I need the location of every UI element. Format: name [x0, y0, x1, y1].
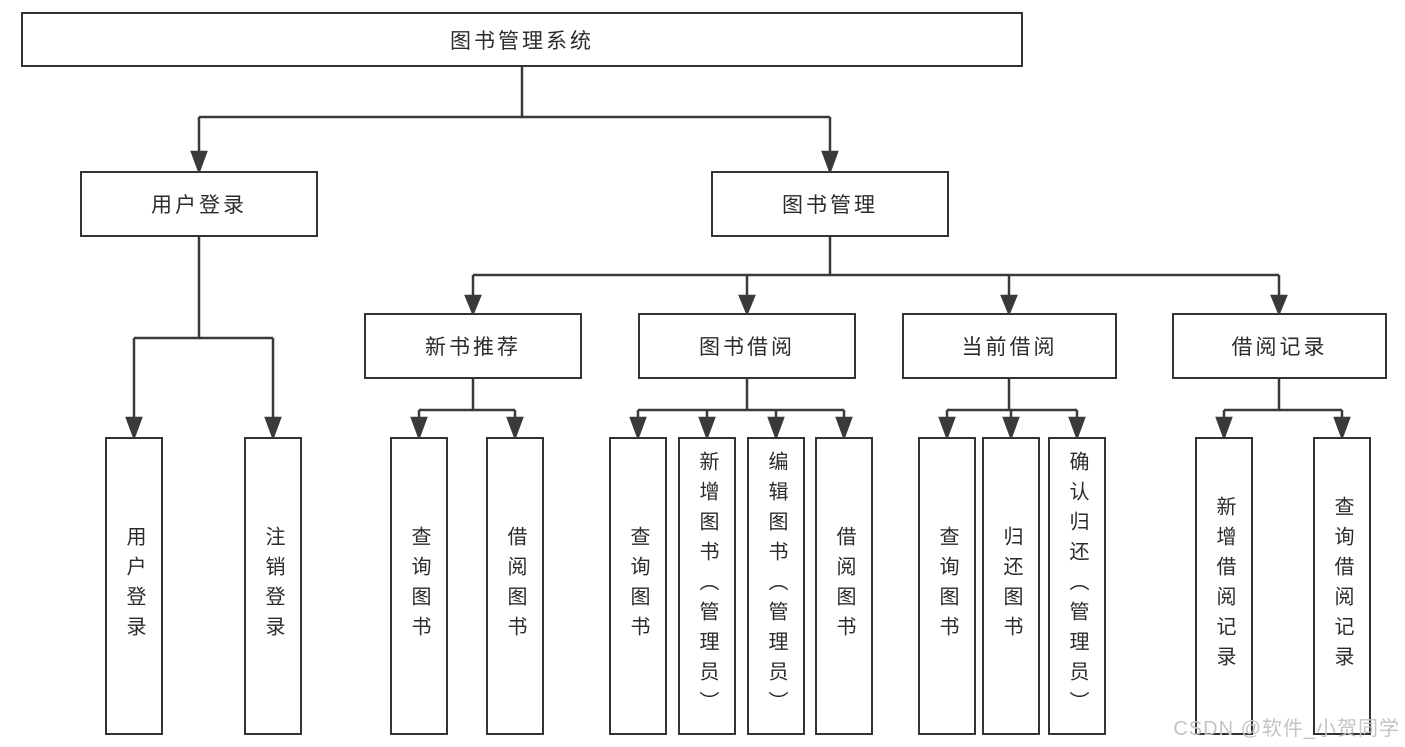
node-user-login: 用户登录: [80, 171, 318, 237]
leaf-add-borrow-record: 新增借阅记录: [1195, 437, 1253, 735]
node-book-management-label: 图书管理: [782, 194, 878, 217]
node-current-borrow: 当前借阅: [902, 313, 1117, 379]
leaf-return-book: 归还图书: [982, 437, 1040, 735]
leaf-logout-label: 注销登录: [262, 526, 284, 646]
node-current-borrow-label: 当前借阅: [961, 336, 1058, 359]
leaf-add-borrow-record-label: 新增借阅记录: [1213, 496, 1235, 676]
leaf-query-book: 查询图书: [390, 437, 448, 735]
leaf-query-book-label: 查询图书: [936, 526, 958, 646]
csdn-watermark: CSDN @软件_小贺同学: [1173, 718, 1400, 740]
leaf-query-borrow-record: 查询借阅记录: [1313, 437, 1371, 735]
leaf-user-login: 用户登录: [105, 437, 163, 735]
leaf-query-borrow-record-label: 查询借阅记录: [1331, 496, 1353, 676]
node-user-login-label: 用户登录: [151, 194, 247, 217]
node-borrow-record: 借阅记录: [1172, 313, 1387, 379]
node-root-system: 图书管理系统: [21, 12, 1023, 67]
leaf-return-book-label: 归还图书: [1000, 526, 1022, 646]
leaf-query-book: 查询图书: [918, 437, 976, 735]
node-new-book-recommend: 新书推荐: [364, 313, 582, 379]
leaf-borrow-book: 借阅图书: [486, 437, 544, 735]
leaf-query-book-label: 查询图书: [408, 526, 430, 646]
leaf-user-login-label: 用户登录: [123, 526, 145, 646]
node-book-management: 图书管理: [711, 171, 949, 237]
leaf-confirm-return-admin: 确认归还（管理员）: [1048, 437, 1106, 735]
node-root-label: 图书管理系统: [450, 29, 594, 53]
leaf-logout: 注销登录: [244, 437, 302, 735]
leaf-borrow-book-label: 借阅图书: [504, 526, 526, 646]
node-book-borrow: 图书借阅: [638, 313, 856, 379]
leaf-edit-book-admin: 编辑图书（管理员）: [747, 437, 805, 735]
node-book-borrow-label: 图书借阅: [699, 336, 795, 359]
leaf-add-book-admin: 新增图书（管理员）: [678, 437, 736, 735]
leaf-query-book: 查询图书: [609, 437, 667, 735]
leaf-borrow-book-label: 借阅图书: [833, 526, 855, 646]
node-new-book-recommend-label: 新书推荐: [425, 336, 521, 359]
node-borrow-record-label: 借阅记录: [1231, 336, 1328, 359]
leaf-query-book-label: 查询图书: [627, 526, 649, 646]
leaf-confirm-return-admin-label: 确认归还（管理员）: [1066, 451, 1088, 721]
leaf-edit-book-admin-label: 编辑图书（管理员）: [765, 451, 787, 721]
leaf-add-book-admin-label: 新增图书（管理员）: [696, 451, 718, 721]
leaf-borrow-book: 借阅图书: [815, 437, 873, 735]
